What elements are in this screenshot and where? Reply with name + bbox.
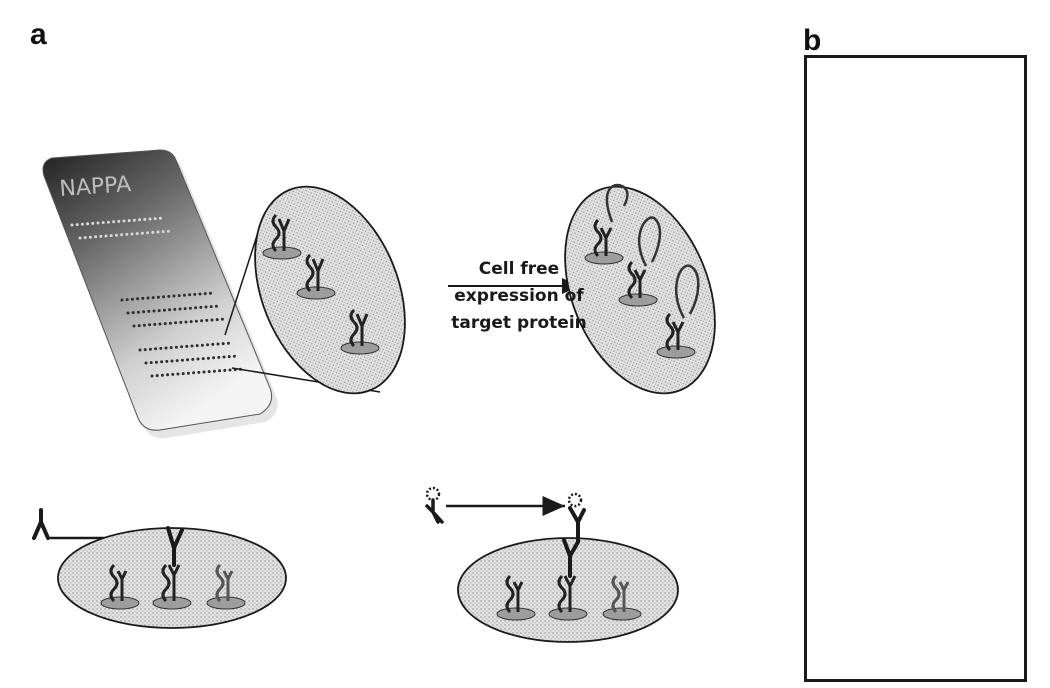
panel-label-b: b <box>803 24 822 57</box>
arrow-caption-line2: expression of <box>454 286 584 306</box>
dna-spot-icon <box>152 526 192 610</box>
labeled-antibody-icon <box>425 486 444 524</box>
dna-spot-icon <box>100 563 140 610</box>
protein-loop-icon <box>656 264 700 359</box>
dna-spot-icon <box>340 308 380 355</box>
dna-spot-icon <box>262 213 302 260</box>
array-image-frame <box>804 55 1027 682</box>
protein-loop-icon <box>618 216 662 307</box>
dna-spot-icon <box>296 253 336 300</box>
dna-spot-icon <box>206 563 246 610</box>
antibody-icon <box>32 508 50 540</box>
panel-label-a: a <box>30 18 47 51</box>
arrow-caption-line3: target protein <box>451 313 587 333</box>
dna-spot-icon <box>496 574 536 621</box>
dna-spot-icon <box>548 492 588 621</box>
arrow-caption-line1: Cell free <box>478 259 560 279</box>
nappa-slide <box>42 149 278 439</box>
arrow-caption: Cell free expression of target protein <box>444 256 594 337</box>
slide-title: NAPPA <box>59 172 132 202</box>
protein-loop-icon <box>584 183 629 265</box>
dna-spot-icon <box>602 574 642 621</box>
slide-spot-grid <box>70 216 242 378</box>
